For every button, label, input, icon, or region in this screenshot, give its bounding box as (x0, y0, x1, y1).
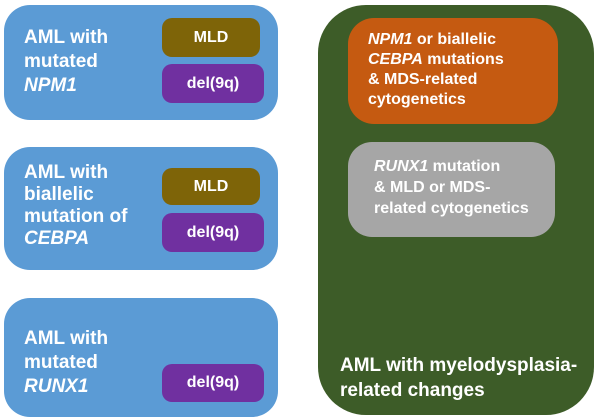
group-title-runx1: AML with mutated RUNX1 (24, 327, 108, 399)
group-title-mds-related: AML with myelodysplasia- related changes (340, 353, 577, 403)
tag-del9q: del(9q) (162, 64, 264, 103)
group-aml-mds-related-changes: NPM1 or biallelic CEBPA mutations & MDS-… (318, 5, 594, 415)
tag-mld: MLD (162, 168, 260, 205)
title-line: AML with (24, 27, 109, 48)
tag-mld: MLD (162, 18, 260, 57)
card-text: NPM1 or biallelic CEBPA mutations & MDS-… (368, 30, 504, 110)
title-line: related changes (340, 380, 485, 401)
title-line: biallelic (24, 184, 94, 205)
tag-del9q: del(9q) (162, 213, 264, 252)
gene-name: CEBPA (24, 228, 90, 249)
card-line: CEBPA mutations (368, 51, 504, 68)
title-line: mutated (24, 51, 98, 72)
title-line: mutation of (24, 206, 128, 227)
title-line: AML with (24, 162, 109, 183)
title-line: AML with (24, 328, 109, 349)
group-aml-biallelic-cebpa: AML with biallelic mutation of CEBPA MLD… (4, 147, 278, 270)
tag-del9q: del(9q) (162, 364, 264, 402)
gene-name: RUNX1 (24, 376, 89, 397)
card-line: RUNX1 mutation (374, 158, 501, 175)
gene-name: NPM1 (24, 75, 77, 96)
card-line: related cytogenetics (374, 200, 529, 217)
group-title-npm1: AML with mutated NPM1 (24, 26, 108, 98)
card-line: cytogenetics (368, 91, 466, 108)
group-aml-mutated-npm1: AML with mutated NPM1 MLD del(9q) (4, 5, 278, 120)
card-line: & MLD or MDS- (374, 179, 491, 196)
group-title-cebpa: AML with biallelic mutation of CEBPA (24, 162, 127, 250)
card-runx1-mld-mds-cytogenetics: RUNX1 mutation & MLD or MDS- related cyt… (348, 142, 555, 237)
card-npm1-cebpa-mds-cytogenetics: NPM1 or biallelic CEBPA mutations & MDS-… (348, 18, 558, 124)
card-line: & MDS-related (368, 71, 478, 88)
group-aml-mutated-runx1: AML with mutated RUNX1 del(9q) (4, 298, 278, 417)
card-line: NPM1 or biallelic (368, 31, 497, 48)
title-line: AML with myelodysplasia- (340, 355, 578, 376)
card-text: RUNX1 mutation & MLD or MDS- related cyt… (374, 156, 529, 219)
title-line: mutated (24, 352, 98, 373)
